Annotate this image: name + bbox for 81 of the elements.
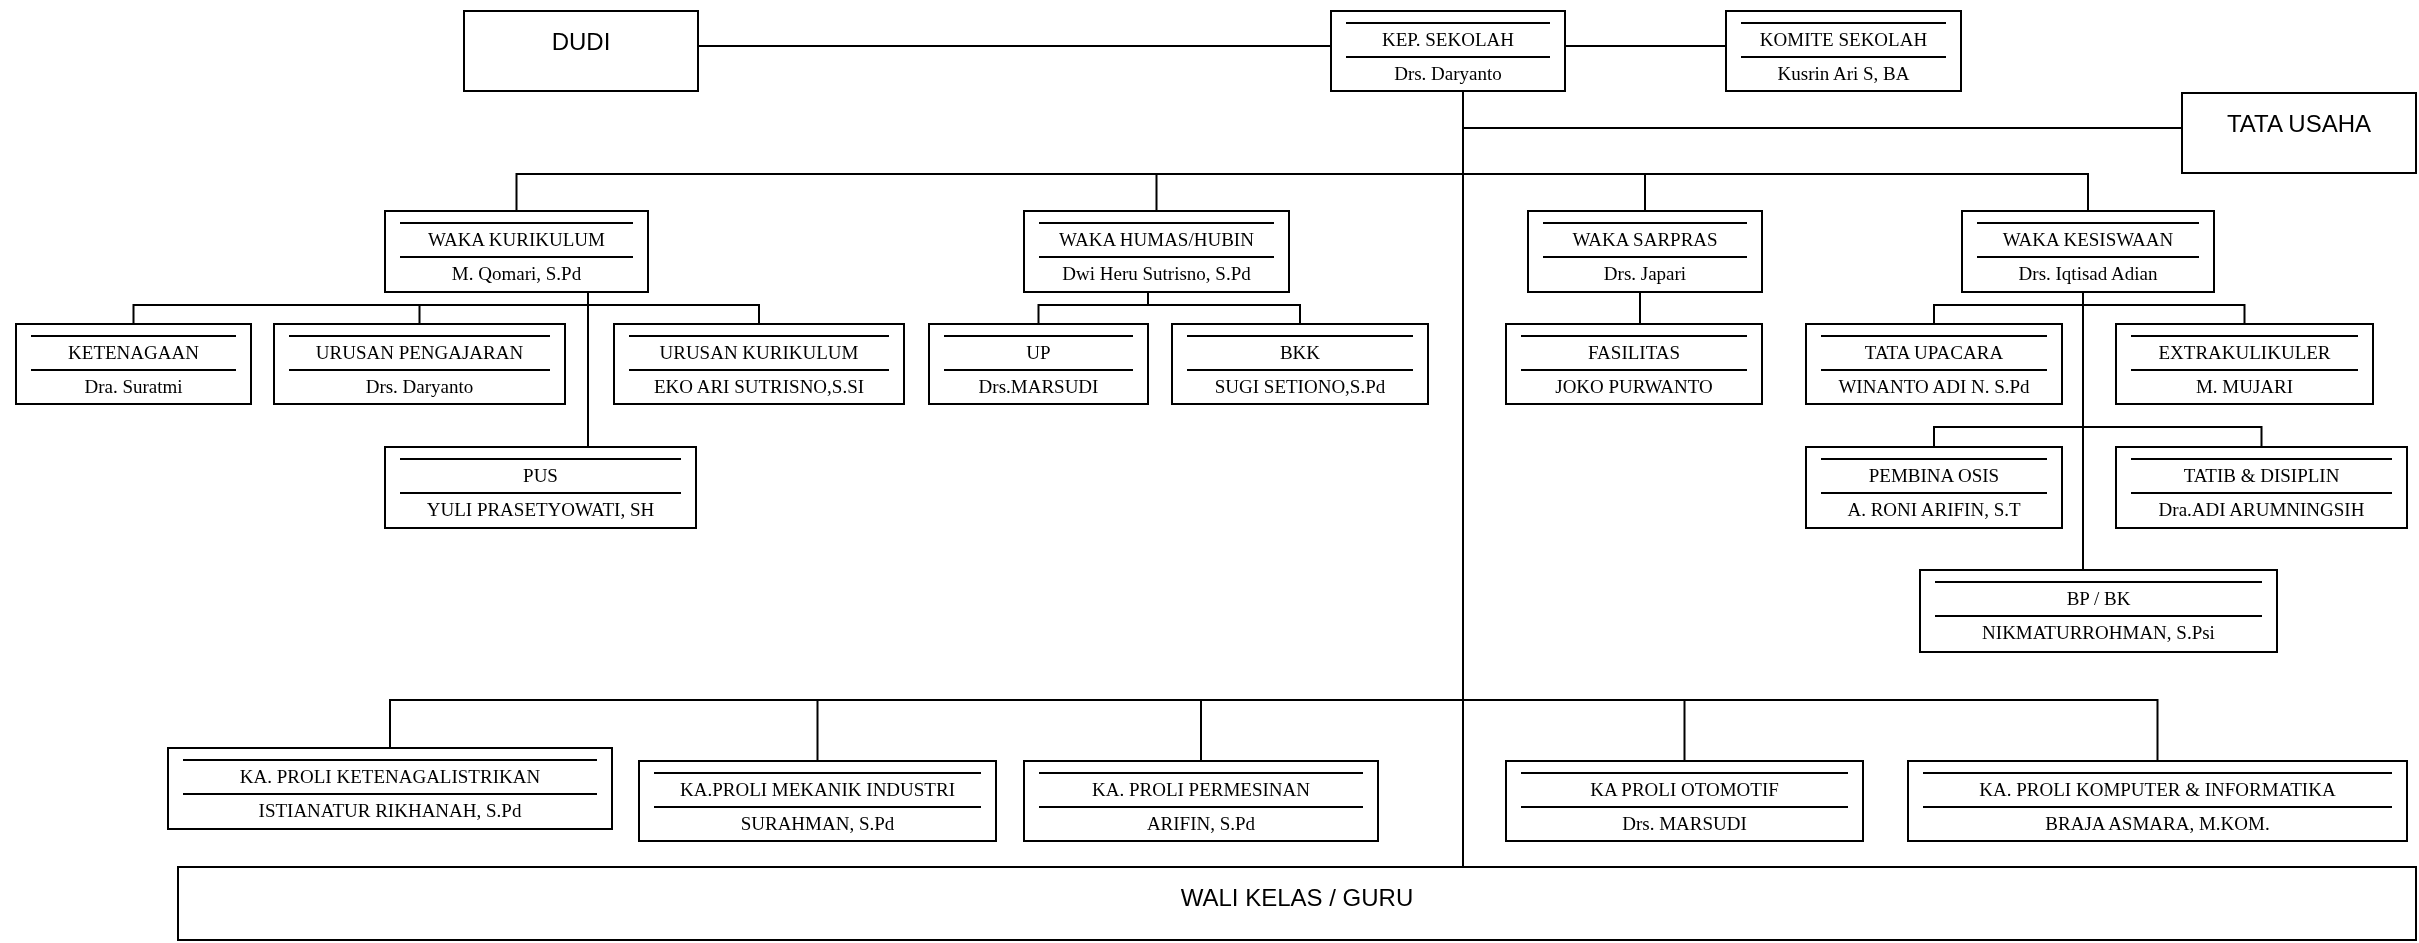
position-title: TATIB & DISIPLIN <box>2131 458 2392 494</box>
connector-line <box>698 45 1331 47</box>
org-box <box>15 323 252 405</box>
position-title: WAKA KESISWAAN <box>1977 222 2199 258</box>
org-box <box>2181 92 2417 174</box>
person-name: YULI PRASETYOWATI, SH <box>425 498 656 522</box>
position-title: URUSAN KURIKULUM <box>629 335 889 371</box>
connector-line <box>587 292 589 447</box>
org-box <box>2115 446 2408 529</box>
position-title: KA. PROLI KETENAGALISTRIKAN <box>183 759 597 795</box>
org-box <box>463 10 699 92</box>
person-name: Drs. Iqtisad Adian <box>2017 262 2159 286</box>
person-name: M. Qomari, S.Pd <box>450 262 583 286</box>
org-box <box>1725 10 1962 92</box>
connector-line <box>1147 292 1301 324</box>
org-box <box>1961 210 2215 293</box>
org-box <box>177 866 2417 941</box>
unit-name: WALI KELAS / GURU <box>1179 883 1415 912</box>
position-title: PUS <box>400 458 681 494</box>
org-box <box>1505 760 1864 842</box>
position-title: WAKA KURIKULUM <box>400 222 633 258</box>
org-box <box>2115 323 2374 405</box>
person-name: JOKO PURWANTO <box>1554 375 1714 399</box>
person-name: ARIFIN, S.Pd <box>1145 812 1257 836</box>
position-title: KA. PROLI PERMESINAN <box>1039 772 1363 808</box>
position-title: TATA UPACARA <box>1821 335 2047 371</box>
org-box <box>167 747 613 830</box>
org-box <box>273 323 566 405</box>
position-title: KEP. SEKOLAH <box>1346 22 1550 58</box>
person-name: Drs. Daryanto <box>1393 62 1503 86</box>
person-name: Dra. Suratmi <box>83 375 184 399</box>
org-box <box>384 210 649 293</box>
unit-name: DUDI <box>550 27 612 56</box>
position-title: KETENAGAAN <box>31 335 236 371</box>
position-title: KOMITE SEKOLAH <box>1741 22 1946 58</box>
org-box <box>1805 323 2063 405</box>
org-box <box>928 323 1149 405</box>
position-title: BP / BK <box>1935 581 2262 617</box>
org-box <box>1171 323 1429 405</box>
org-box <box>1330 10 1566 92</box>
person-name: Kusrin Ari S, BA <box>1776 62 1911 86</box>
position-title: KA. PROLI KOMPUTER & INFORMATIKA <box>1923 772 2392 808</box>
org-box <box>384 446 697 529</box>
position-title: KA.PROLI MEKANIK INDUSTRI <box>654 772 981 808</box>
position-title: WAKA SARPRAS <box>1543 222 1747 258</box>
person-name: BRAJA ASMARA, M.KOM. <box>2044 812 2271 836</box>
person-name: Drs. Japari <box>1602 262 1688 286</box>
position-title: UP <box>944 335 1133 371</box>
position-title: PEMBINA OSIS <box>1821 458 2047 494</box>
org-box <box>1805 446 2063 529</box>
person-name: EKO ARI SUTRISNO,S.SI <box>652 375 866 399</box>
org-box <box>1527 210 1763 293</box>
connector-line <box>1639 292 1641 324</box>
org-box <box>638 760 997 842</box>
position-title: URUSAN PENGAJARAN <box>289 335 550 371</box>
position-title: EXTRAKULIKULER <box>2131 335 2358 371</box>
position-title: KA PROLI OTOMOTIF <box>1521 772 1848 808</box>
unit-name: TATA USAHA <box>2226 109 2372 138</box>
position-title: FASILITAS <box>1521 335 1747 371</box>
org-box <box>1023 210 1290 293</box>
org-box <box>1919 569 2278 653</box>
person-name: WINANTO ADI N. S.Pd <box>1837 375 2031 399</box>
person-name: M. MUJARI <box>2194 375 2295 399</box>
person-name: A. RONI ARIFIN, S.T <box>1846 498 2022 522</box>
person-name: Drs. MARSUDI <box>1621 812 1748 836</box>
person-name: ISTIANATUR RIKHANAH, S.Pd <box>257 799 523 823</box>
org-box <box>1023 760 1379 842</box>
position-title: BKK <box>1187 335 1413 371</box>
person-name: Drs.MARSUDI <box>977 375 1100 399</box>
person-name: Drs. Daryanto <box>364 375 475 399</box>
connector-line <box>1565 45 1726 47</box>
person-name: SUGI SETIONO,S.Pd <box>1213 375 1387 399</box>
person-name: Dra.ADI ARUMNINGSIH <box>2157 498 2366 522</box>
person-name: NIKMATURROHMAN, S.Psi <box>1981 621 2216 645</box>
org-box <box>1907 760 2408 842</box>
org-box <box>613 323 905 405</box>
org-box <box>1505 323 1763 405</box>
position-title: WAKA HUMAS/HUBIN <box>1039 222 1274 258</box>
person-name: SURAHMAN, S.Pd <box>739 812 896 836</box>
person-name: Dwi Heru Sutrisno, S.Pd <box>1061 262 1252 286</box>
connector-line <box>2082 292 2084 570</box>
